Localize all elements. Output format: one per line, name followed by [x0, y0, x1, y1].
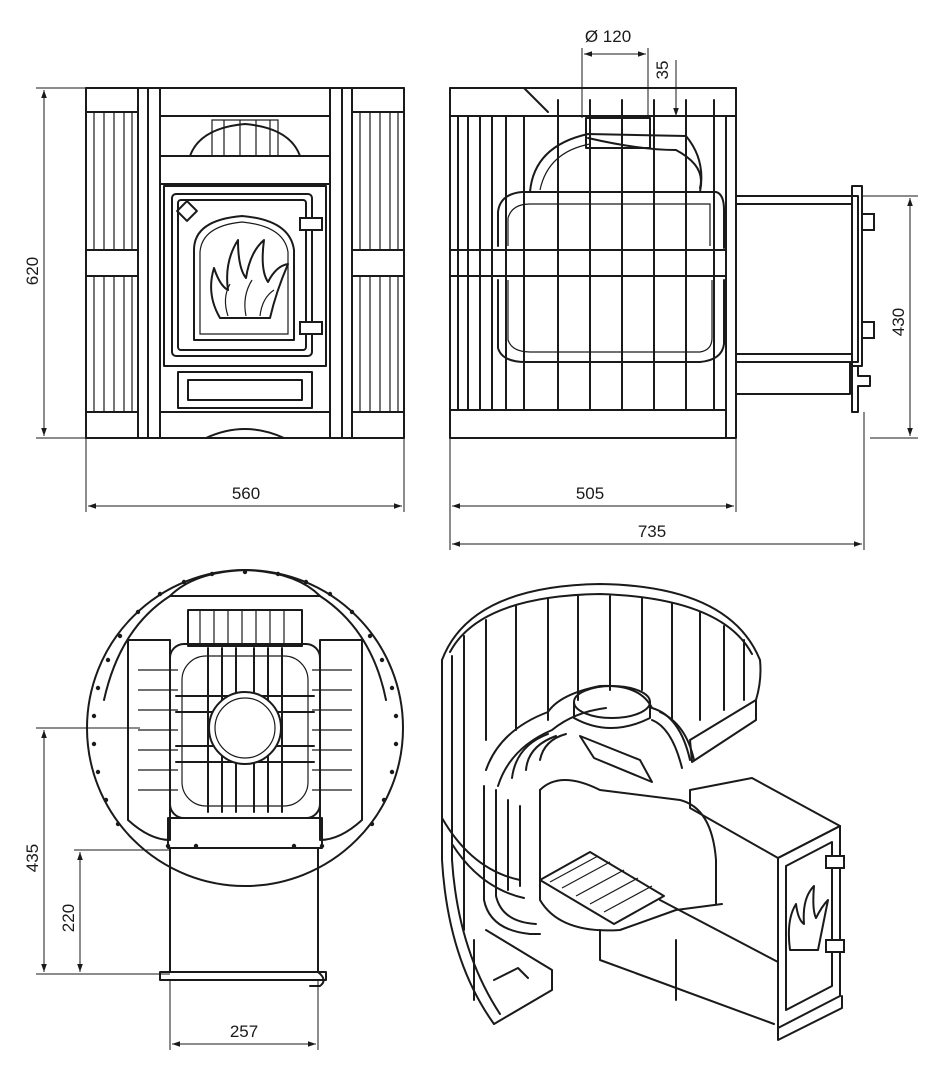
front-flame-icon [210, 239, 289, 319]
front-left-column [85, 87, 139, 439]
side-width-label: 505 [576, 484, 604, 503]
side-total-label: 735 [638, 522, 666, 541]
top-depth-label: 435 [23, 844, 42, 872]
front-view [85, 87, 405, 439]
top-tunnel-label: 220 [59, 904, 78, 932]
top-chimney-opening [208, 691, 282, 765]
top-tunnel-width-label: 257 [230, 1022, 258, 1041]
iso-rods [463, 595, 745, 1001]
side-view [449, 87, 875, 439]
front-height-label: 620 [23, 257, 42, 285]
tunnel-height-label: 430 [889, 308, 908, 336]
chimney-offset-label: 35 [653, 61, 672, 80]
isometric-view [441, 583, 845, 1041]
front-right-column [351, 87, 405, 439]
front-width-label: 560 [232, 484, 260, 503]
front-dimensions: 620 560 [23, 87, 405, 512]
top-dimensions: 435 220 257 [23, 727, 319, 1050]
side-dimensions: Ø 120 35 430 505 735 [449, 27, 918, 550]
front-door [163, 185, 327, 367]
iso-grate [539, 851, 665, 925]
iso-flame-icon [787, 885, 829, 951]
top-view [86, 569, 404, 987]
chimney-diameter-label: Ø 120 [585, 27, 631, 46]
